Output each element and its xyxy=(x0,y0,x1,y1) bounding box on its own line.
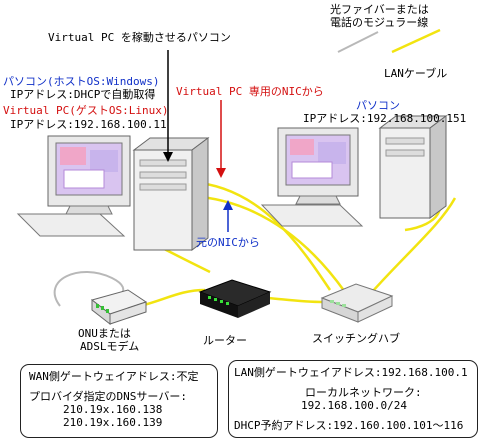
cable-leftpc-switch-b xyxy=(189,194,347,293)
local-network-title: ローカルネットワーク: xyxy=(305,386,422,399)
legend-fiber-line xyxy=(337,31,379,53)
onu-label-line1: ONUまたは xyxy=(78,327,131,340)
vpc-nic-label: Virtual PC 専用のNICから xyxy=(176,85,324,98)
left-pc xyxy=(16,135,210,251)
local-network: 192.168.100.0/24 xyxy=(301,399,407,412)
switch-label: スイッチングハブ xyxy=(312,332,400,345)
cable-onu-router xyxy=(139,288,206,308)
left-pc-ip: IPアドレス:DHCPで自動取得 xyxy=(10,88,156,101)
legend-lan-label: LANケーブル xyxy=(384,67,448,80)
fiber-cable xyxy=(53,270,125,307)
legend-fiber-line2: 電話のモジュラー線 xyxy=(330,16,429,29)
onu-device xyxy=(90,289,148,326)
cable-leftpc-switch-a xyxy=(189,180,332,291)
guest-pc-title: Virtual PC(ゲストOS:Linux) xyxy=(3,104,169,117)
lan-cables xyxy=(139,180,457,308)
orig-nic-label: 元のNICから xyxy=(196,236,260,249)
wan-info-box: WAN側ゲートウェイアドレス:不定 プロバイダ指定のDNSサーバー: 210.1… xyxy=(20,364,218,438)
cable-router-switch xyxy=(267,296,323,304)
dhcp-range: DHCP予約アドレス:192.160.100.101～116 xyxy=(234,419,464,432)
right-pc xyxy=(260,115,448,227)
host-pointer-label: Virtual PC を稼動させるパソコン xyxy=(48,31,231,44)
orig-nic-arrow xyxy=(223,200,233,232)
dns-title: プロバイダ指定のDNSサーバー: xyxy=(29,390,187,403)
legend-lan-line xyxy=(391,28,441,54)
cable-switch-rightpc xyxy=(371,197,457,293)
legend-fiber-line1: 光ファイバーまたは xyxy=(330,3,429,16)
switch-device xyxy=(320,283,394,323)
onu-label-line2: ADSLモデム xyxy=(80,340,140,353)
router-label: ルーター xyxy=(203,334,247,347)
dns-server-1: 210.19x.160.138 xyxy=(63,403,163,416)
dns-server-2: 210.19x.160.139 xyxy=(63,416,163,429)
right-pc-title: パソコン xyxy=(356,99,400,112)
wan-gateway: WAN側ゲートウェイアドレス:不定 xyxy=(29,370,199,383)
right-pc-ip: IPアドレス:192.168.100.151 xyxy=(303,112,467,125)
vpc-nic-arrow xyxy=(216,100,226,178)
left-pc-title: パソコン(ホストOS:Windows) xyxy=(3,75,160,88)
guest-pc-ip: IPアドレス:192.168.100.11 xyxy=(10,118,167,131)
router-device xyxy=(198,279,272,318)
lan-info-box: LAN側ゲートウェイアドレス:192.168.100.1 ローカルネットワーク:… xyxy=(228,360,478,438)
host-pointer-arrow xyxy=(163,50,173,162)
lan-gateway: LAN側ゲートウェイアドレス:192.168.100.1 xyxy=(234,366,468,379)
